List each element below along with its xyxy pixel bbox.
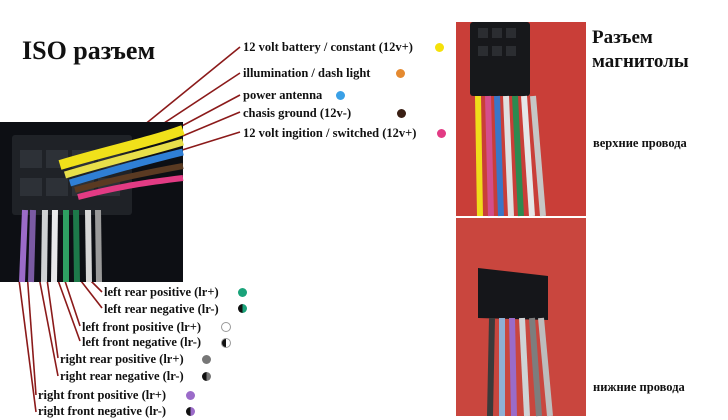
dot-violet-black (186, 407, 195, 416)
label-battery-constant: 12 volt battery / constant (12v+) (243, 40, 413, 55)
label-battery-text: 12 volt battery / constant (12v+) (243, 40, 413, 54)
label-left-front-positive: left front positive (lr+) (82, 320, 201, 335)
label-antenna-text: power antenna (243, 88, 323, 102)
label-rf-neg-text: right front negative (lr-) (38, 404, 167, 418)
dot-brown (397, 109, 406, 118)
head-unit-title-line2: магнитолы (592, 51, 689, 72)
leader-line-rr-pos (45, 271, 59, 359)
label-ignition-switched: 12 volt ingition / switched (12v+) (243, 126, 416, 141)
label-lf-pos-text: left front positive (lr+) (82, 320, 202, 334)
label-right-rear-positive: right rear positive (lr+) (60, 352, 184, 367)
upper-wires-note: верхние провода (593, 136, 687, 150)
iso-connector-title: ISO разъем (22, 36, 156, 65)
dot-gray-black (202, 372, 211, 381)
label-lf-neg-text: left front negative (lr-) (82, 335, 202, 349)
dot-green-black (238, 304, 247, 313)
label-illumination-text: illumination / dash light (243, 66, 371, 80)
label-right-front-negative: right front negative (lr-) (38, 404, 166, 419)
label-power-antenna: power antenna (243, 88, 322, 103)
label-ignition-text: 12 volt ingition / switched (12v+) (243, 126, 417, 140)
label-lr-pos-text: left rear positive (lr+) (104, 285, 219, 299)
label-rf-pos-text: right front positive (lr+) (38, 388, 167, 402)
dot-yellow (435, 43, 444, 52)
label-chassis-ground: chasis ground (12v-) (243, 106, 351, 121)
dot-pink (437, 129, 446, 138)
label-right-rear-negative: right rear negative (lr-) (60, 369, 184, 384)
dot-violet (186, 391, 195, 400)
head-unit-title-line1: Разъем (592, 27, 653, 48)
leader-line-rf-neg (17, 271, 37, 413)
dot-blue (336, 91, 345, 100)
head-unit-connector-title: Разъем магнитолы (592, 26, 689, 74)
label-left-rear-positive: left rear positive (lr+) (104, 285, 219, 300)
label-left-rear-negative: left rear negative (lr-) (104, 302, 219, 317)
label-ground-text: chasis ground (12v-) (243, 106, 352, 120)
leader-line-rr-neg (37, 271, 59, 377)
label-lr-neg-text: left rear negative (lr-) (104, 302, 219, 316)
label-rr-pos-text: right rear positive (lr+) (60, 352, 184, 366)
dot-white (221, 322, 231, 332)
label-illumination: illumination / dash light (243, 66, 370, 81)
dot-orange (396, 69, 405, 78)
label-rr-neg-text: right rear negative (lr-) (60, 369, 184, 383)
dot-gray (202, 355, 211, 364)
dot-green (238, 288, 247, 297)
label-left-front-negative: left front negative (lr-) (82, 335, 201, 350)
leader-line-lf-neg (54, 271, 81, 342)
lower-wires-note: нижние провода (593, 380, 685, 394)
leader-line-rf-pos (26, 271, 37, 396)
label-right-front-positive: right front positive (lr+) (38, 388, 166, 403)
dot-white-black (221, 338, 231, 348)
